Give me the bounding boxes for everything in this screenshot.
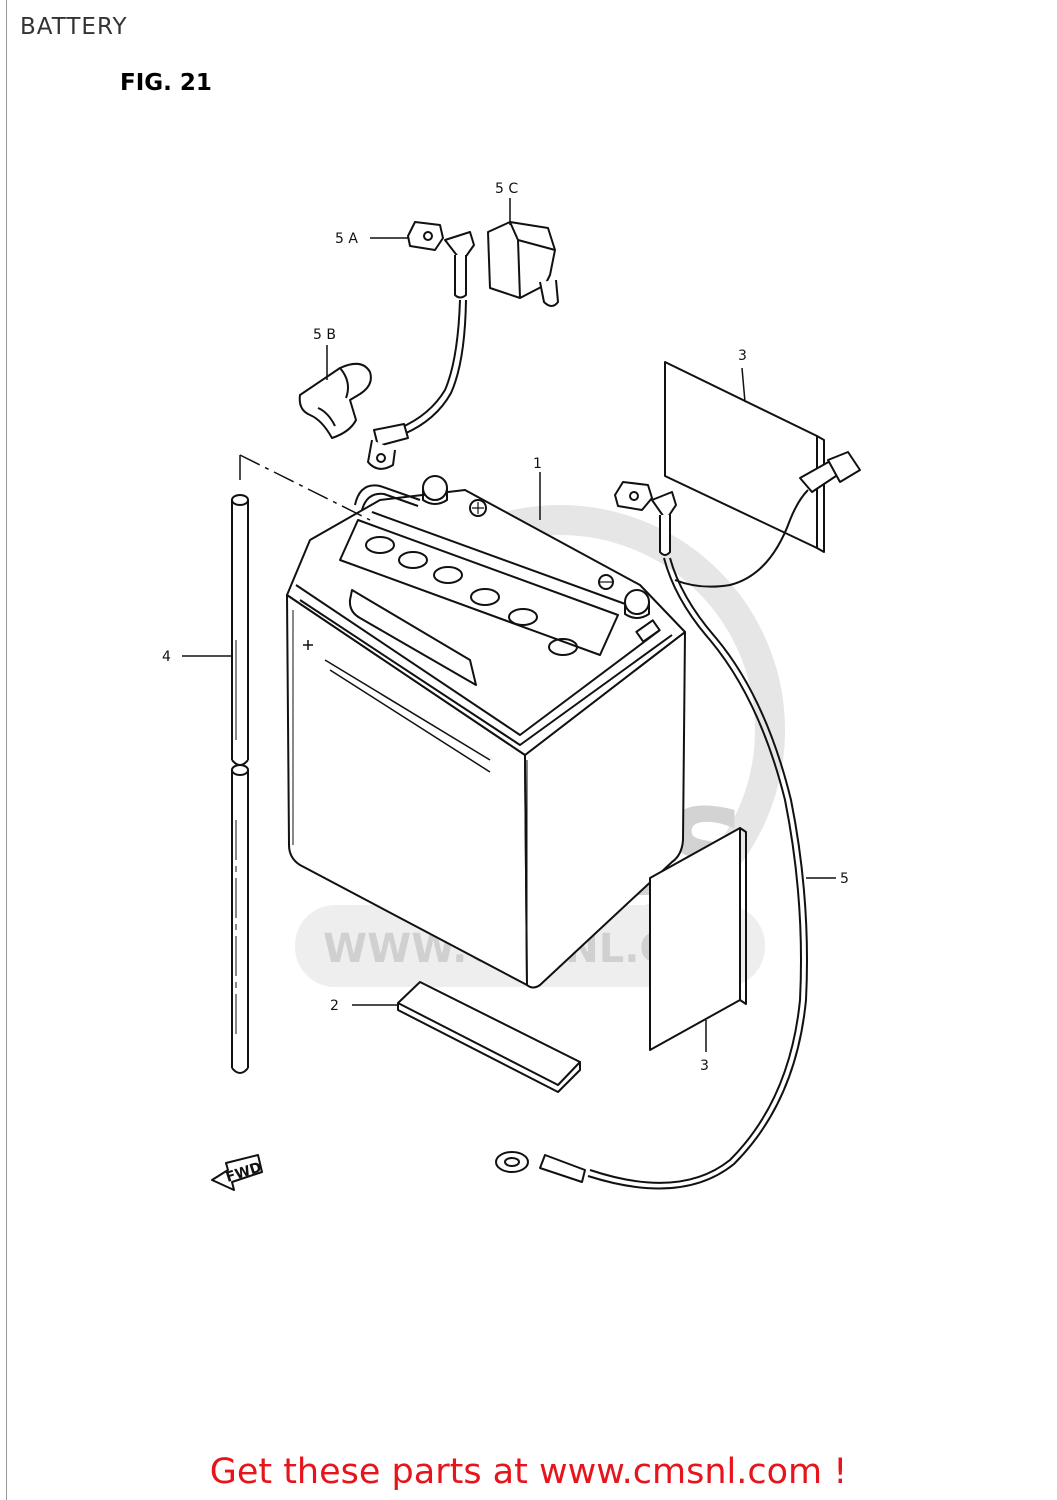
page-title: BATTERY — [20, 14, 128, 40]
callout-2: 2 — [330, 998, 339, 1014]
callout-5a: 5 A — [335, 231, 358, 247]
callout-3-top: 3 — [738, 348, 747, 364]
callout-4: 4 — [162, 649, 171, 665]
callout-1: 1 — [533, 456, 542, 472]
sheet-top — [664, 361, 825, 553]
terminal-cap-5c — [487, 221, 559, 307]
breather-tube — [231, 454, 371, 1074]
figure-label: FIG. 21 — [120, 70, 212, 96]
lead-wire-5 — [495, 451, 861, 1190]
callout-5: 5 — [840, 871, 849, 887]
footer-parts-link[interactable]: Get these parts at www.cmsnl.com ! — [209, 1452, 848, 1492]
terminal-cap-5b — [298, 362, 372, 439]
page-left-rule — [6, 0, 7, 1500]
fwd-arrow — [211, 1154, 263, 1191]
callout-3-front: 3 — [700, 1058, 709, 1074]
callout-5c: 5 C — [495, 181, 518, 197]
battery-body — [286, 475, 686, 989]
cable-5a — [367, 221, 475, 470]
sheet-front — [649, 827, 747, 1051]
battery-pad — [397, 981, 581, 1093]
callout-5b: 5 B — [313, 327, 336, 343]
leader-lines — [182, 198, 836, 1052]
